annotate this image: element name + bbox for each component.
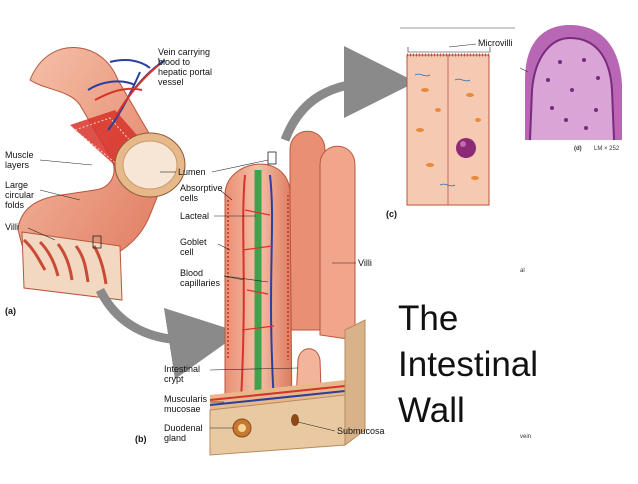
label-circular-folds: Large circular folds bbox=[5, 180, 35, 210]
label-duodenal-gland: Duodenal gland bbox=[164, 423, 203, 443]
panel-c-absorptive-cell bbox=[400, 27, 515, 206]
panel-d-micrograph bbox=[519, 25, 622, 141]
label-intestinal-crypt: Intestinal crypt bbox=[164, 364, 201, 384]
label-fragment-al: al bbox=[520, 268, 525, 274]
label-lumen: Lumen bbox=[178, 167, 206, 177]
label-villi-b: Villi bbox=[358, 258, 372, 268]
label-magnification: LM × 252 bbox=[594, 146, 620, 152]
arrow-b-to-c bbox=[280, 46, 416, 142]
label-vein: Vein carrying blood to hepatic portal ve… bbox=[158, 47, 213, 87]
label-muscularis-mucosae: Muscularis mucosae bbox=[164, 394, 208, 414]
slide-title: The Intestinal Wall bbox=[398, 299, 539, 430]
label-villi-a: Villi bbox=[5, 222, 19, 232]
arrow-a-to-b bbox=[95, 287, 241, 380]
label-submucosa: Submucosa bbox=[337, 426, 385, 436]
label-absorptive-cells: Absorptive cells bbox=[180, 183, 223, 203]
label-goblet-cell: Goblet cell bbox=[180, 237, 207, 257]
label-panel-b: (b) bbox=[135, 434, 147, 444]
label-panel-d: (d) bbox=[574, 146, 582, 152]
label-panel-a: (a) bbox=[5, 306, 16, 316]
label-lacteal: Lacteal bbox=[180, 211, 210, 221]
panel-b-villus bbox=[209, 130, 366, 456]
label-blood-capillaries: Blood capillaries bbox=[180, 268, 221, 288]
label-fragment-vein: vein bbox=[520, 434, 532, 440]
label-muscle-layers: Muscle layers bbox=[5, 150, 34, 170]
label-microvilli: Microvilli bbox=[478, 38, 513, 48]
panel-a-intestine bbox=[17, 46, 186, 301]
label-panel-c: (c) bbox=[386, 209, 397, 219]
